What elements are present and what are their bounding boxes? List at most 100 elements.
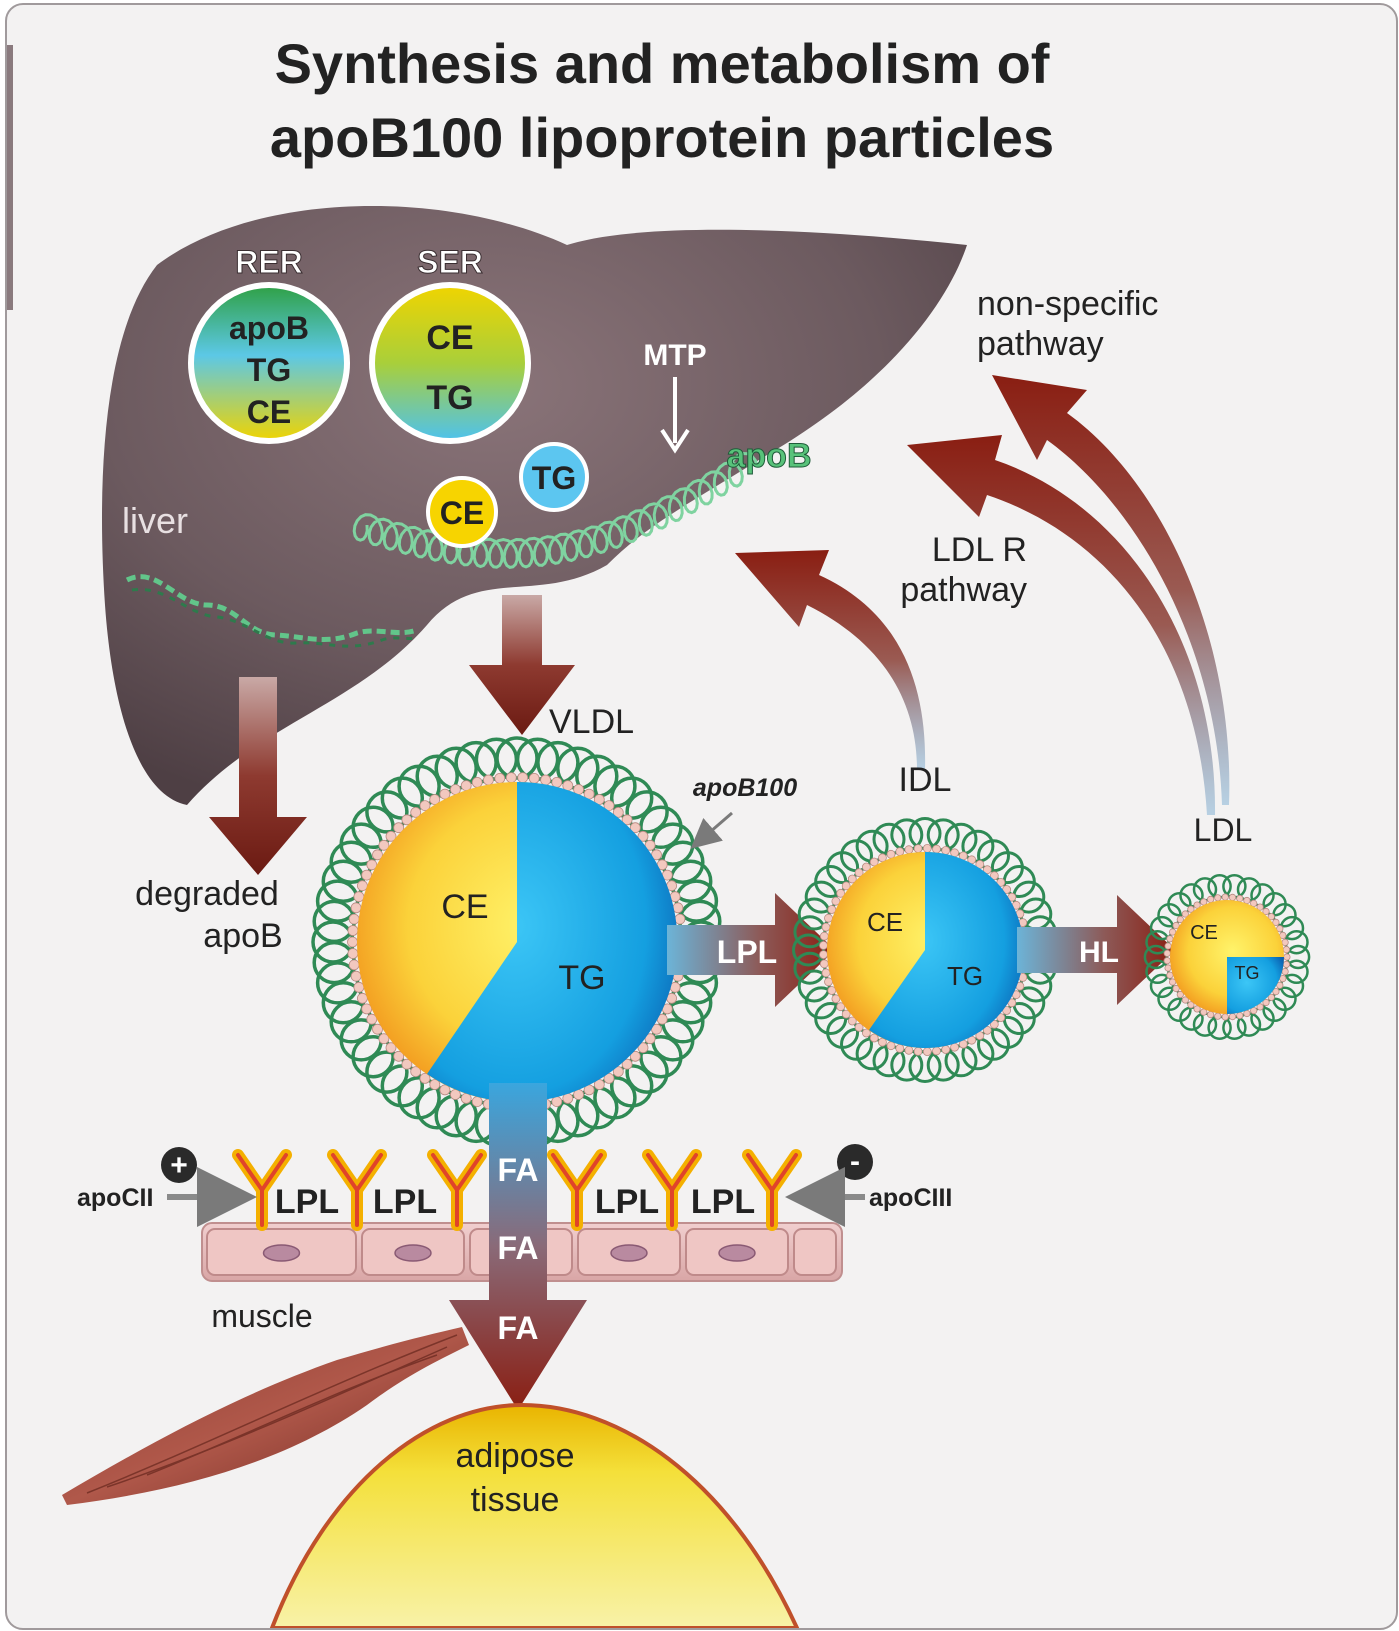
phospholipid-bead xyxy=(471,777,483,788)
fa-label-1: FA xyxy=(498,1152,539,1188)
phospholipid-bead xyxy=(1214,894,1222,902)
phospholipid-bead xyxy=(348,959,360,971)
phospholipid-bead xyxy=(429,794,441,805)
ldl-core-tg xyxy=(1227,957,1284,1014)
phospholipid-bead xyxy=(378,1033,390,1045)
phospholipid-bead xyxy=(629,1050,641,1062)
apob-loop xyxy=(926,818,960,852)
phospholipid-bead xyxy=(1214,1012,1222,1020)
phospholipid-bead xyxy=(1281,967,1289,976)
phospholipid-bead xyxy=(551,1096,563,1107)
fa-label-3: FA xyxy=(498,1310,539,1346)
apob-loop xyxy=(1145,929,1170,955)
phospholipid-bead xyxy=(401,1058,413,1070)
ldl-tg-label: TG xyxy=(1235,963,1260,983)
phospholipid-bead xyxy=(1164,942,1172,950)
phospholipid-bead xyxy=(1193,901,1201,909)
phospholipid-bead xyxy=(1272,918,1280,927)
phospholipid-bead xyxy=(1243,896,1251,905)
phospholipid-bead xyxy=(982,1025,992,1035)
title-line-2: apoB100 lipoprotein particles xyxy=(270,106,1054,169)
apob-loop xyxy=(944,822,978,856)
phospholipid-bead xyxy=(831,896,841,906)
phospholipid-bead xyxy=(1181,996,1189,1004)
phospholipid-bead xyxy=(528,773,540,784)
lpl-anchor-core xyxy=(551,1153,603,1227)
phospholipid-bead xyxy=(1172,984,1180,993)
phospholipid-bead xyxy=(393,1050,405,1062)
phospholipid-bead xyxy=(819,931,829,941)
non-specific-line-2: pathway xyxy=(977,325,1104,363)
phospholipid-bead xyxy=(869,857,879,867)
phospholipid-bead xyxy=(854,1022,864,1032)
apociii-label: apoCIII xyxy=(869,1184,952,1212)
phospholipid-bead xyxy=(356,880,368,892)
muscle-label: muscle xyxy=(211,1298,312,1334)
phospholipid-bead xyxy=(347,936,358,948)
non-specific-arrow xyxy=(992,375,1230,805)
phospholipid-bead xyxy=(1256,903,1264,911)
phospholipid-bead xyxy=(350,902,362,914)
wall-lpl-label-4: LPL xyxy=(691,1183,755,1221)
phospholipid-bead xyxy=(1236,1011,1244,1020)
phospholipid-bead xyxy=(996,1013,1006,1022)
phospholipid-bead xyxy=(505,772,517,783)
vldl-label: VLDL xyxy=(549,703,634,741)
phospholipid-bead xyxy=(932,844,941,854)
rer-tg: TG xyxy=(247,352,291,388)
cell-nucleus xyxy=(262,1244,301,1262)
apob-loop xyxy=(625,790,669,834)
adipose-line-1: adipose xyxy=(455,1437,574,1475)
phospholipid-bead xyxy=(385,1042,397,1054)
ldlr-line-1: LDL R xyxy=(932,531,1027,569)
secretion-arrow xyxy=(469,595,575,735)
apob-loop xyxy=(1207,1015,1232,1040)
phospholipid-bead xyxy=(941,846,951,855)
lpl-anchor-core xyxy=(431,1153,483,1227)
phospholipid-bead xyxy=(1282,960,1291,969)
apob-loop xyxy=(365,790,409,834)
mtp-label: MTP xyxy=(643,339,706,372)
phospholipid-bead xyxy=(821,922,831,932)
idl-phospholipid-layer xyxy=(819,844,1031,1056)
apob-loop xyxy=(793,915,827,949)
phospholipid-bead xyxy=(1193,1005,1201,1013)
ldl-label: LDL xyxy=(1194,812,1253,848)
phospholipid-bead xyxy=(372,1023,383,1035)
phospholipid-bead xyxy=(1250,899,1258,908)
apob-loop xyxy=(792,933,825,967)
phospholipid-bead xyxy=(1243,1009,1251,1018)
phospholipid-bead xyxy=(366,1013,378,1025)
phospholipid-bead xyxy=(1163,957,1171,965)
phospholipid-bead xyxy=(1283,953,1291,961)
phospholipid-bead xyxy=(819,950,828,959)
phospholipid-bead xyxy=(494,773,506,784)
rer-compartment xyxy=(188,282,350,444)
phospholipid-bead xyxy=(1267,913,1275,921)
phospholipid-bead xyxy=(841,1009,851,1019)
phospholipid-bead xyxy=(593,794,605,805)
ser-compartment xyxy=(369,282,531,444)
phospholipid-bead xyxy=(895,1044,905,1053)
phospholipid-bead xyxy=(603,800,615,811)
phospholipid-bead xyxy=(1272,987,1280,996)
degraded-apob-squiggle xyxy=(125,574,418,642)
phospholipid-bead xyxy=(1166,971,1174,979)
degraded-line-2: apoB xyxy=(203,917,282,955)
phospholipid-bead xyxy=(836,888,846,898)
phospholipid-bead xyxy=(612,807,624,818)
apob-loop xyxy=(793,951,827,985)
idl-ce-label: CE xyxy=(867,907,903,937)
phospholipid-bead xyxy=(941,1045,951,1054)
phospholipid-bead xyxy=(1166,935,1174,943)
phospholipid-bead xyxy=(1282,945,1291,954)
apob-coil-label: apoB xyxy=(727,437,812,475)
phospholipid-bead xyxy=(350,970,362,982)
phospholipid-bead xyxy=(1187,1001,1195,1009)
ldlr-line-2: pathway xyxy=(900,571,1027,609)
ldlr-arrow-from-idl xyxy=(735,550,926,770)
phospholipid-bead xyxy=(517,772,529,783)
vldl-core-tg xyxy=(427,781,678,1102)
phospholipid-bead xyxy=(551,777,563,788)
apob-helix xyxy=(352,451,759,569)
